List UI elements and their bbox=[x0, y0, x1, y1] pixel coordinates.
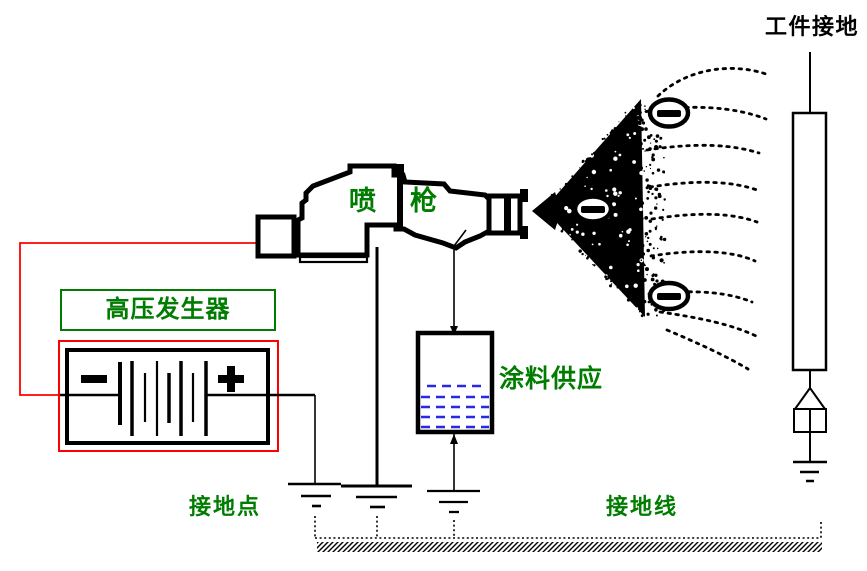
gun-top-notch bbox=[393, 164, 404, 175]
paint-container bbox=[415, 330, 495, 435]
ground-point-label: 接地点 bbox=[189, 494, 262, 519]
workpiece bbox=[791, 52, 828, 483]
negative-charge-icon bbox=[647, 97, 691, 129]
battery-cells bbox=[118, 361, 208, 436]
negative-charge-icon bbox=[572, 194, 614, 224]
battery-minus-icon bbox=[81, 375, 107, 383]
ground-wire-label: 接地线 bbox=[606, 494, 679, 519]
paint-supply-unit bbox=[415, 229, 495, 514]
earth-bus bbox=[314, 516, 822, 539]
arrow-up-icon bbox=[450, 434, 458, 444]
paint-earth-ground-icon bbox=[427, 489, 480, 514]
gun-label-qiang: 枪 bbox=[410, 186, 437, 216]
workpiece-hanger-triangle bbox=[793, 386, 827, 410]
ground-plane-hatch bbox=[317, 542, 822, 552]
negative-charge-icons bbox=[572, 97, 691, 312]
spray-gun bbox=[255, 163, 561, 264]
hv-generator-battery bbox=[58, 340, 315, 452]
workpiece-ground-label: 工件接地 bbox=[765, 14, 860, 39]
gun-under-bar bbox=[298, 255, 369, 264]
battery-plus-icon bbox=[218, 366, 244, 392]
hv-generator-label-box: 高压发生器 bbox=[60, 289, 276, 331]
paint-hose-tick bbox=[453, 229, 467, 247]
arrow-down-icon bbox=[450, 326, 458, 335]
paint-supply-label: 涂料供应 bbox=[499, 366, 604, 393]
field-lines bbox=[636, 67, 771, 371]
negative-charge-icon bbox=[647, 280, 691, 312]
gun-label-pen: 喷 bbox=[349, 186, 376, 216]
red-hv-wire bbox=[19, 242, 260, 396]
battery-earth-ground-icon bbox=[288, 482, 341, 508]
paint-liquid bbox=[421, 384, 489, 429]
gun-rear-block bbox=[255, 214, 297, 259]
spray-stipple bbox=[543, 101, 667, 318]
workpiece-earth-ground-icon bbox=[793, 460, 827, 483]
workpiece-bar bbox=[791, 111, 828, 372]
gun-earth-ground-icon bbox=[341, 484, 412, 509]
hv-generator-label: 高压发生器 bbox=[105, 297, 231, 323]
